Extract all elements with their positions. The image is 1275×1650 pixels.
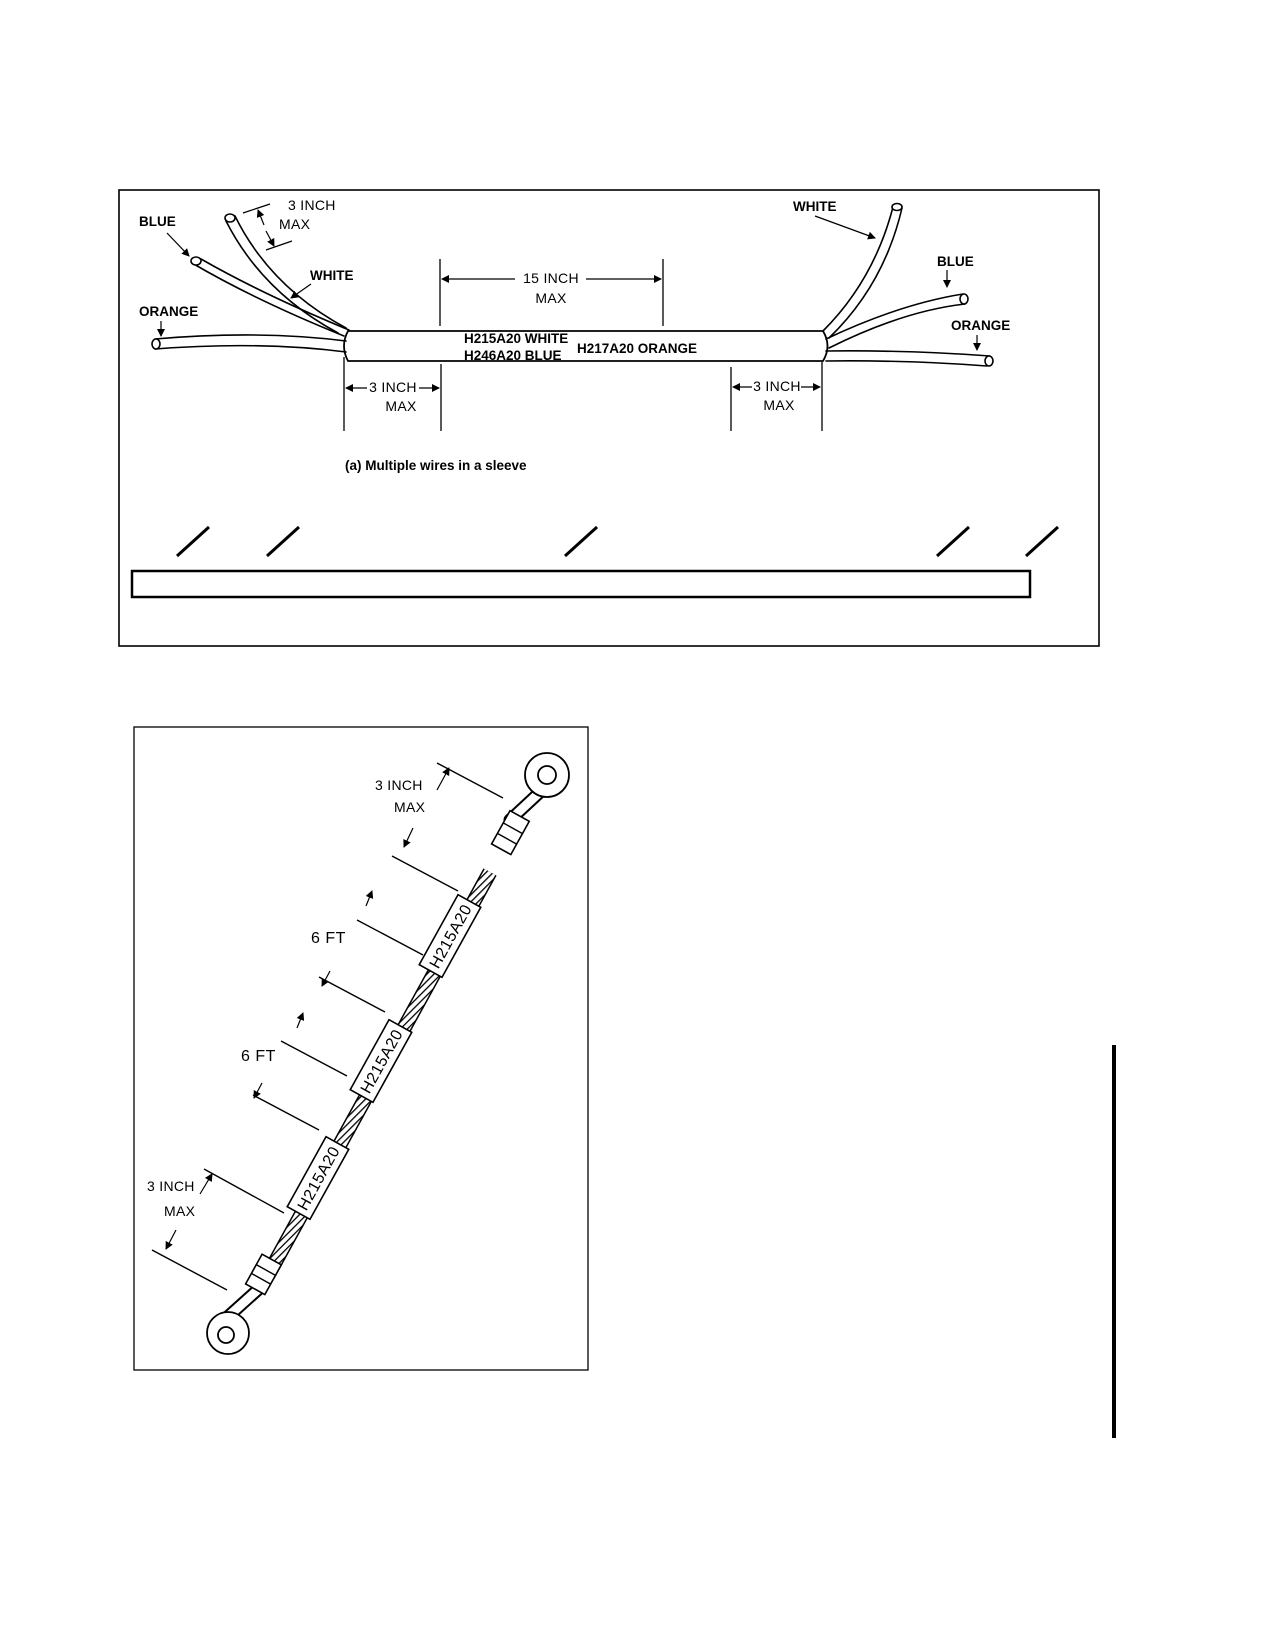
svg-text:MAX: MAX: [394, 799, 426, 815]
svg-text:3 INCH: 3 INCH: [147, 1178, 195, 1194]
right-wires: [822, 202, 994, 367]
label-white-left: WHITE: [310, 268, 354, 283]
sleeve-mark-blue: H246A20 BLUE: [464, 348, 562, 363]
svg-text:3 INCH: 3 INCH: [369, 379, 417, 395]
marker-sleeve-middle: H215A20: [349, 1018, 413, 1104]
dimension-bottom-left: 3 INCH MAX: [343, 357, 442, 431]
figure-b-panel: H215A20 H215A20 H215A20: [133, 726, 589, 1371]
dimension-bottom-right: 3 INCH MAX: [730, 362, 823, 431]
caption-a: (a) Multiple wires in a sleeve: [345, 458, 527, 473]
dimension-top-b: 3 INCH MAX: [375, 767, 450, 848]
marked-wire: H215A20 H215A20 H215A20: [206, 752, 570, 1355]
dimension-center: 15 INCH MAX: [439, 259, 664, 326]
svg-text:MAX: MAX: [385, 398, 417, 414]
svg-text:MAX: MAX: [279, 216, 311, 232]
slash-marks: [175, 525, 1060, 558]
figure-a-panel: BLUE WHITE ORANGE WHITE BLUE ORANGE 3 IN…: [118, 189, 1100, 647]
svg-text:6 FT: 6 FT: [311, 930, 346, 947]
ferrule-top: [490, 809, 531, 856]
sleeve-mark-orange: H217A20 ORANGE: [577, 341, 697, 356]
ferrule-bottom: [244, 1253, 283, 1296]
terminal-ring-top: [503, 752, 570, 827]
svg-text:MAX: MAX: [164, 1203, 196, 1219]
svg-text:MAX: MAX: [763, 397, 795, 413]
label-orange-left: ORANGE: [139, 304, 198, 319]
svg-text:3 INCH: 3 INCH: [288, 197, 336, 213]
dimension-middle-2: 6 FT: [241, 1012, 305, 1099]
svg-text:3 INCH: 3 INCH: [375, 777, 423, 793]
dimension-bottom-b: 3 INCH MAX: [147, 1173, 213, 1250]
marker-sleeve-top: H215A20: [418, 893, 482, 979]
arrow-blue-left: [166, 232, 190, 257]
label-orange-right: ORANGE: [951, 318, 1010, 333]
sleeve-mark-white: H215A20 WHITE: [464, 331, 568, 346]
dimension-lines-b: [151, 762, 504, 1291]
dimension-middle-1: 6 FT: [311, 890, 374, 987]
left-wires: [151, 213, 350, 353]
svg-text:3 INCH: 3 INCH: [753, 378, 801, 394]
label-blue-right: BLUE: [937, 254, 974, 269]
dimension-top-left: 3 INCH MAX: [242, 197, 336, 251]
svg-text:MAX: MAX: [535, 290, 567, 306]
label-white-right: WHITE: [793, 199, 837, 214]
terminal-ring-bottom: [206, 1279, 269, 1355]
label-blue-left: BLUE: [139, 214, 176, 229]
marker-sleeve-bottom: H215A20: [286, 1135, 350, 1221]
arrow-white-left: [290, 283, 312, 299]
empty-bar: [130, 569, 1032, 599]
svg-text:15 INCH: 15 INCH: [523, 270, 579, 286]
arrow-white-right: [814, 215, 876, 240]
svg-text:6 FT: 6 FT: [241, 1048, 276, 1065]
